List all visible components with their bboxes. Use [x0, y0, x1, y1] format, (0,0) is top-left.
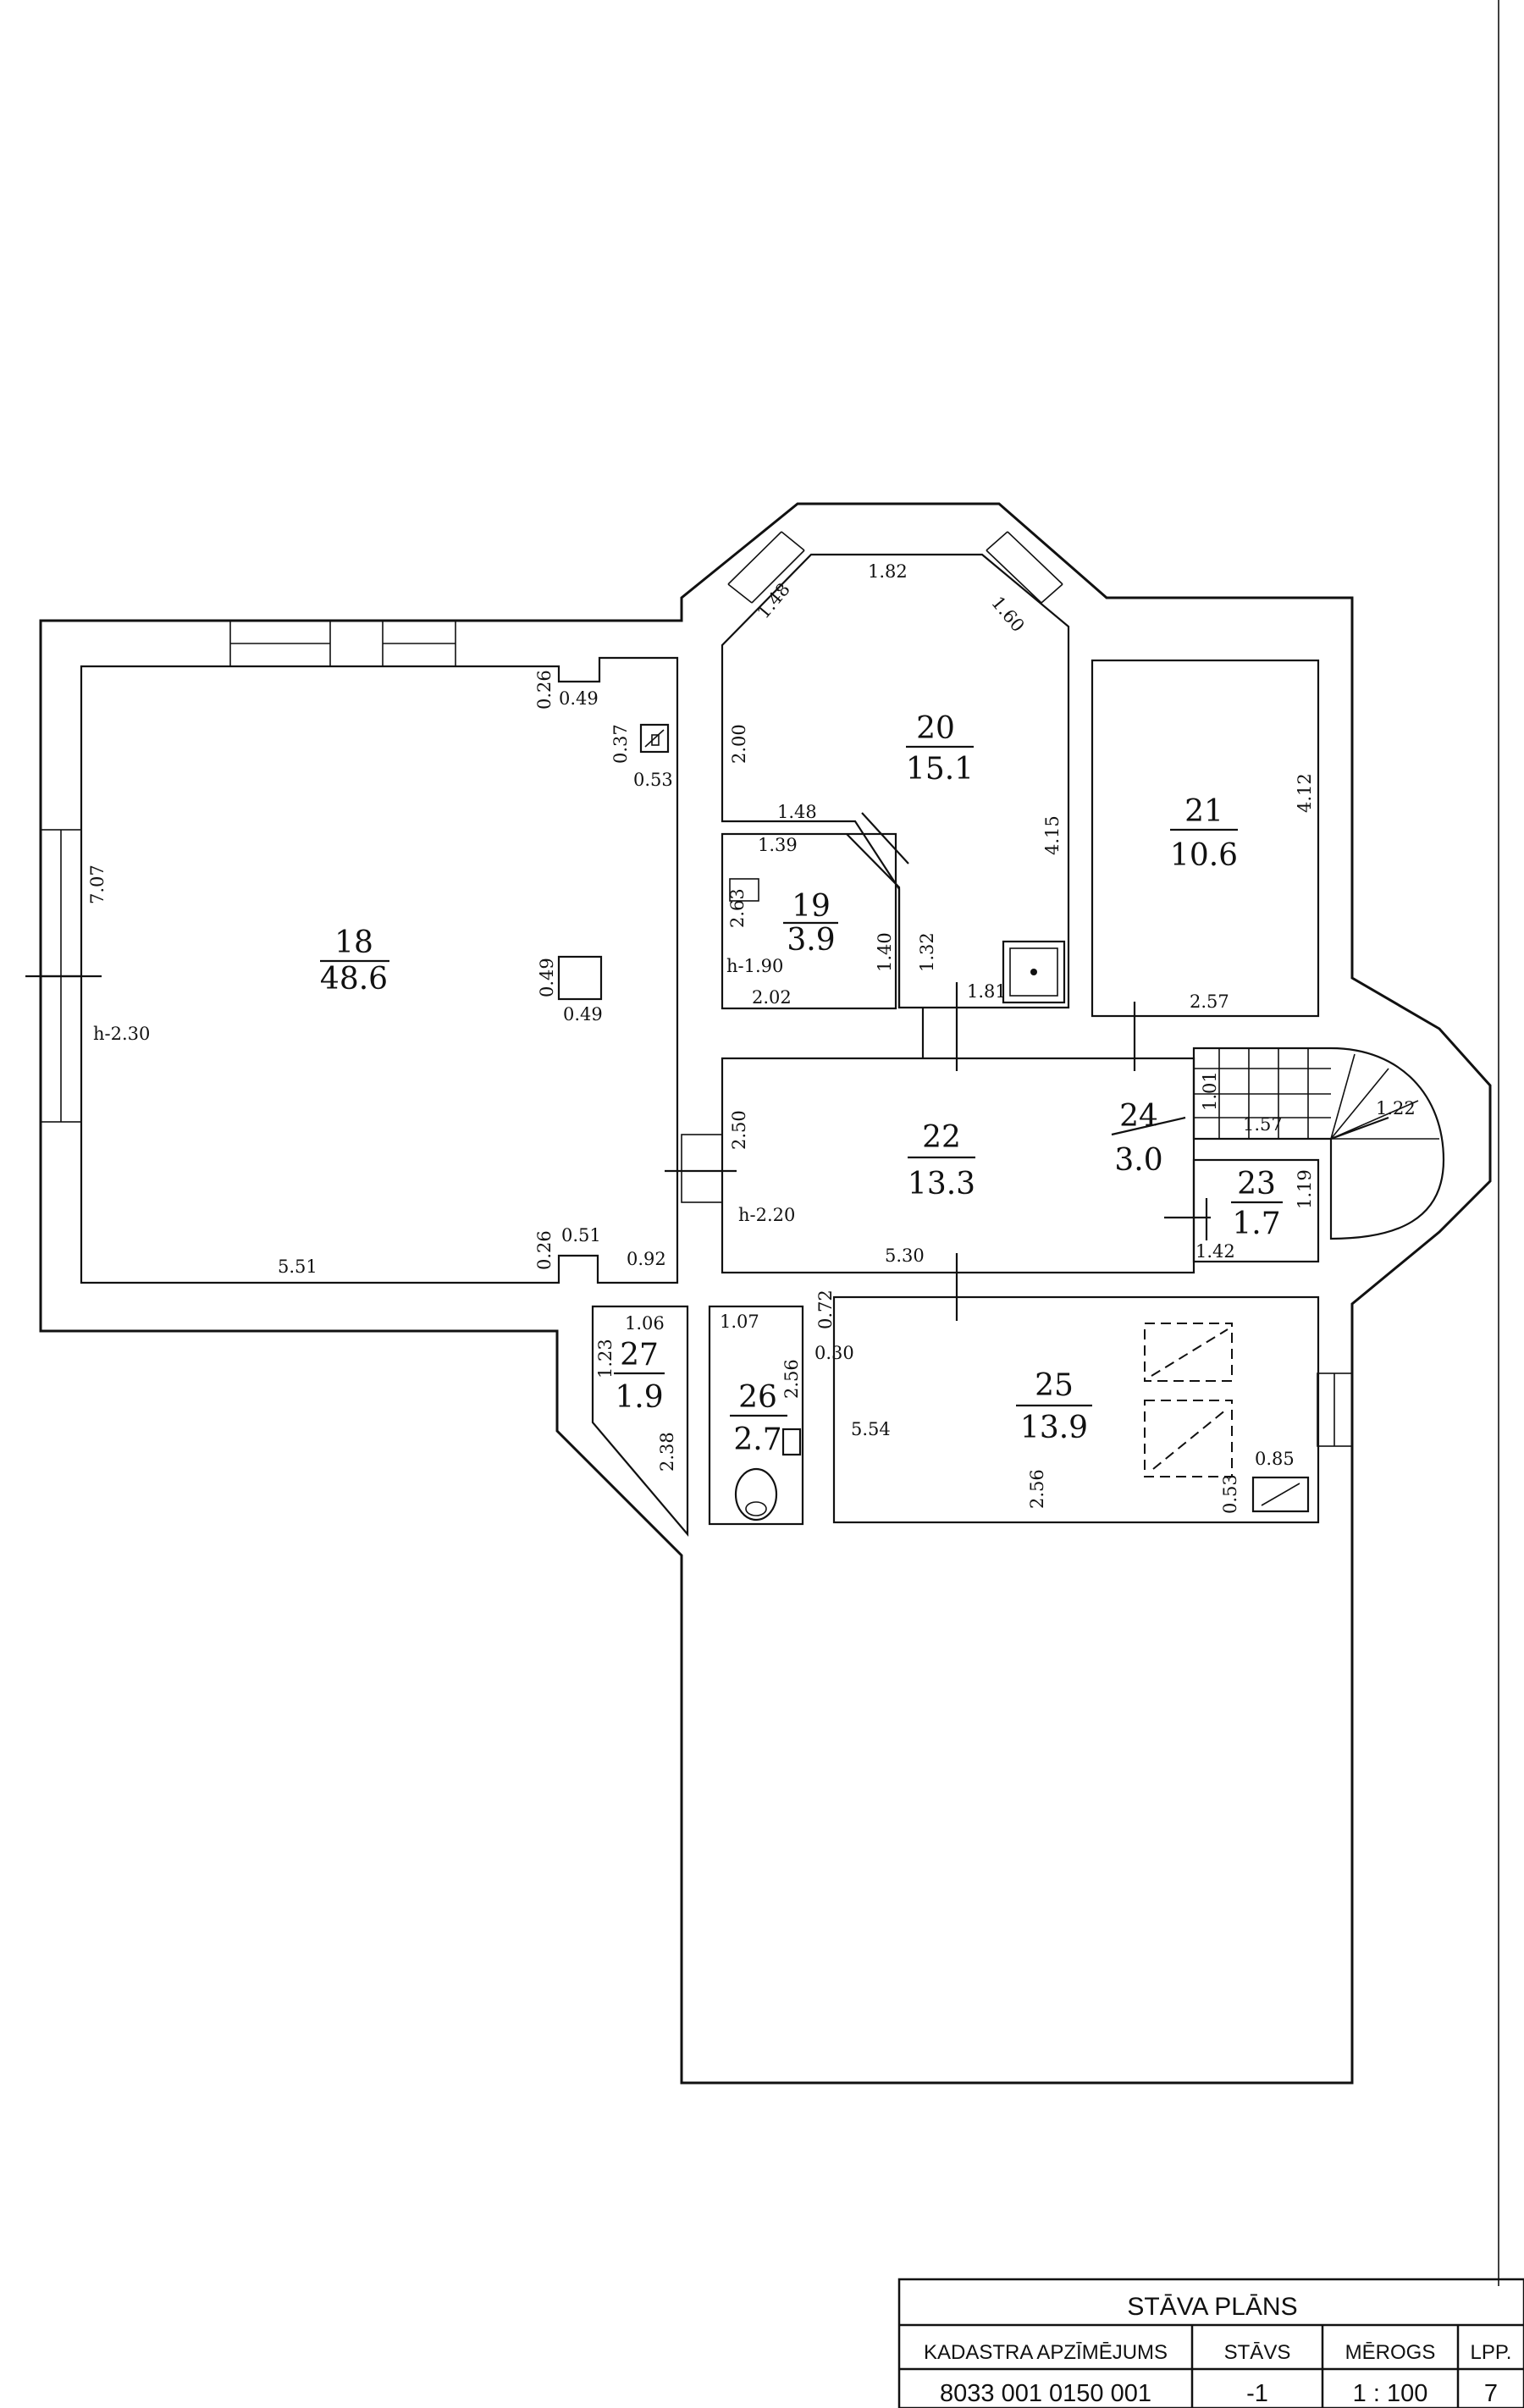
dim-026a: 0.26 [534, 670, 555, 710]
dim-250: 2.50 [729, 1110, 749, 1150]
room-18-height: h-2.30 [93, 1024, 150, 1044]
dim-160: 1.60 [987, 593, 1028, 636]
room-19-area: 3.9 [787, 923, 835, 958]
room-23-number: 23 [1237, 1167, 1276, 1201]
room-18-area: 48.6 [320, 962, 388, 997]
dim-085: 0.85 [1255, 1449, 1295, 1469]
room-labels: 18 48.6 19 3.9 20 15.1 21 10.6 22 13.3 2… [320, 711, 1283, 1457]
dim-142: 1.42 [1195, 1241, 1235, 1262]
room-21-area: 10.6 [1170, 838, 1238, 873]
dim-256a: 2.56 [781, 1359, 802, 1399]
dim-202: 2.02 [752, 987, 792, 1008]
toilet-icon [734, 1467, 778, 1522]
room-27-area: 1.9 [615, 1380, 663, 1415]
title-block-page-header: LPP. [1471, 2341, 1512, 2364]
title-block-scale-header: MĒROGS [1345, 2341, 1436, 2364]
dim-148b: 1.48 [777, 802, 817, 822]
dim-157: 1.57 [1243, 1114, 1283, 1135]
title-block: STĀVA PLĀNS KADASTRA APZĪMĒJUMS STĀVS MĒ… [897, 2278, 1524, 2408]
room-23-area: 1.7 [1232, 1207, 1280, 1241]
column-icon [557, 955, 603, 1001]
title-block-cadastre-header: KADASTRA APZĪMĒJUMS [924, 2341, 1168, 2364]
title-block-floor-header: STĀVS [1224, 2341, 1291, 2364]
title-block-page-value: 7 [1484, 2380, 1498, 2407]
room-21-outline [1091, 659, 1320, 1018]
room-25-area: 13.9 [1020, 1411, 1088, 1445]
title-block-scale-value: 1 : 100 [1353, 2380, 1428, 2407]
vent-icon [639, 723, 670, 754]
dim-182: 1.82 [868, 561, 908, 582]
room-27-outline [591, 1305, 689, 1537]
outer-walls [25, 502, 1492, 2085]
title-block-cadastre-value: 8033 001 0150 001 [940, 2380, 1151, 2407]
room-23-outline [1192, 1158, 1320, 1263]
dim-122: 1.22 [1376, 1098, 1416, 1118]
title-block-title: STĀVA PLĀNS [1127, 2293, 1297, 2321]
dim-107: 1.07 [720, 1312, 759, 1332]
hatch-icon [1251, 1476, 1310, 1513]
room-19-number: 19 [792, 889, 831, 924]
room-20-number: 20 [916, 711, 955, 746]
dim-200: 2.00 [729, 724, 749, 764]
dim-132: 1.32 [917, 932, 937, 972]
dim-554: 5.54 [851, 1419, 891, 1439]
dim-415: 4.15 [1042, 815, 1063, 855]
dim-053b: 0.53 [1220, 1474, 1240, 1514]
dim-026b: 0.26 [534, 1230, 555, 1270]
room-20-outline [721, 553, 1070, 1009]
dim-181: 1.81 [967, 981, 1007, 1002]
dim-049b: 0.49 [537, 958, 557, 997]
dim-257: 2.57 [1190, 991, 1229, 1012]
room-22-area: 13.3 [908, 1167, 975, 1201]
room-27-number: 27 [620, 1338, 659, 1372]
washbasin-icon [781, 1428, 802, 1456]
dim-412: 4.12 [1295, 773, 1315, 813]
dim-053: 0.53 [633, 770, 673, 790]
room-25-outline [832, 1295, 1320, 1524]
staircase [1192, 1047, 1445, 1240]
room-24-area: 3.0 [1114, 1143, 1162, 1178]
dim-037: 0.37 [610, 724, 631, 764]
room-22-height: h-2.20 [738, 1205, 795, 1225]
dim-101: 1.01 [1200, 1071, 1220, 1111]
dim-051: 0.51 [561, 1225, 601, 1245]
dim-551: 5.51 [278, 1256, 318, 1277]
dim-707: 7.07 [87, 864, 108, 904]
sink-icon [1002, 940, 1066, 1004]
dim-139: 1.39 [758, 835, 798, 855]
dim-530: 5.30 [885, 1245, 925, 1266]
dim-140: 1.40 [875, 932, 895, 972]
dim-123: 1.23 [595, 1339, 616, 1378]
room-26-area: 2.7 [733, 1422, 781, 1457]
room-19-outline [721, 832, 897, 1010]
dim-072: 0.72 [815, 1290, 836, 1329]
title-block-floor-value: -1 [1246, 2380, 1268, 2407]
room-25-number: 25 [1035, 1368, 1074, 1403]
dim-106: 1.06 [625, 1313, 665, 1334]
room-21-number: 21 [1184, 794, 1223, 829]
room-20-area: 15.1 [906, 752, 974, 787]
dim-119: 1.19 [1295, 1169, 1315, 1209]
dim-030: 0.30 [814, 1343, 854, 1363]
dim-092: 0.92 [627, 1249, 666, 1269]
dim-256b: 2.56 [1027, 1469, 1047, 1509]
room-19-height: h-1.90 [726, 956, 783, 976]
dimension-labels: 7.07 5.51 0.26 0.49 0.37 0.53 0.49 0.49 … [87, 561, 1416, 1514]
dim-148a: 1.48 [753, 579, 793, 622]
room-18-number: 18 [334, 925, 373, 960]
height-labels: h-2.30 h-1.90 h-2.20 [93, 956, 795, 1225]
room-22-number: 22 [922, 1120, 961, 1155]
room-26-outline [708, 1305, 804, 1526]
room-26-number: 26 [738, 1380, 777, 1415]
dim-049a: 0.49 [559, 688, 599, 709]
dim-238: 2.38 [657, 1432, 677, 1472]
dim-263: 2.63 [727, 888, 748, 928]
dim-049c: 0.49 [563, 1004, 603, 1025]
